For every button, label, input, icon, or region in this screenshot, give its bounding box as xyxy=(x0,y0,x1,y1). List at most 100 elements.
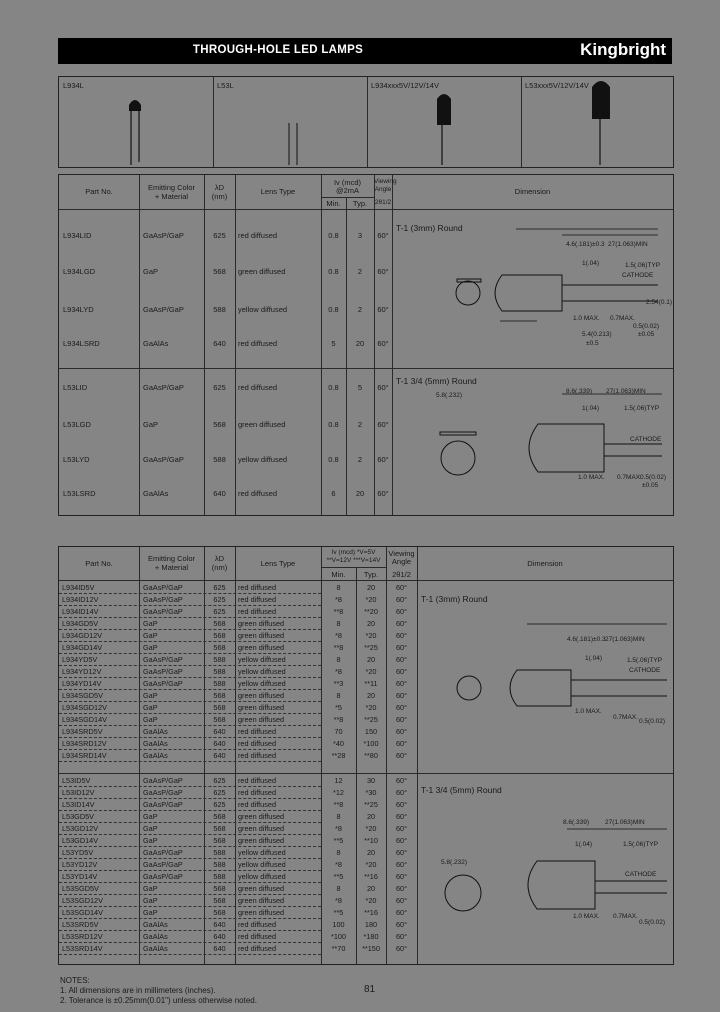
cell-wl: 568 xyxy=(213,691,226,700)
cell-ang: 60° xyxy=(395,751,408,760)
cell-ang: 60° xyxy=(395,643,408,652)
cell-mat: GaAsP/GaP xyxy=(143,667,183,676)
model-label-l53l: L53L xyxy=(217,81,234,90)
cell-min: **8 xyxy=(333,715,344,724)
cell-lens: green diffused xyxy=(238,643,285,652)
col-wavelength-1: λD xyxy=(214,554,225,563)
col-min: Min. xyxy=(326,199,341,208)
col-typ: Typ. xyxy=(363,570,379,579)
cell-lens: yellow diffused xyxy=(238,860,286,869)
cell-ang: 60° xyxy=(395,727,408,736)
col-iv-2: **V=12V ***V=14V xyxy=(326,557,381,564)
col-viewing-1: Viewing xyxy=(374,178,397,185)
cell-part: L53YD12V xyxy=(62,860,98,869)
cell-typ: 30 xyxy=(366,776,376,785)
cell-typ: *20 xyxy=(365,595,377,604)
cell-part: L934YD5V xyxy=(62,655,98,664)
cell-typ: 20 xyxy=(366,655,376,664)
col-wavelength-1: λD xyxy=(214,183,225,192)
cell-min: 8 xyxy=(336,583,341,592)
col-wavelength-2: (nm) xyxy=(211,563,228,572)
cell-min: 8 xyxy=(336,655,341,664)
page-number: 81 xyxy=(364,984,376,995)
cell-ang: 60° xyxy=(395,932,408,941)
cell-typ: *20 xyxy=(365,824,377,833)
cell-lens: green diffused xyxy=(238,884,285,893)
cell-part: L934SRD5V xyxy=(62,727,103,736)
cell-min: 12 xyxy=(334,776,343,785)
cell-typ: **10 xyxy=(364,836,378,845)
table-2: Part No. Emitting Color + Material λD (n… xyxy=(58,546,674,965)
col-viewing-2: Angle xyxy=(374,186,392,193)
cell-min: **5 xyxy=(333,908,344,917)
model-label-l53-multi: L53xxx5V/12V/14V xyxy=(525,81,589,90)
cell-typ: 20 xyxy=(366,619,376,628)
cell-part: L934SRD12V xyxy=(62,739,107,748)
cell-mat: GaAlAs xyxy=(143,932,168,941)
cell-part: L53SGD14V xyxy=(62,908,103,917)
cell-part: L53GD5V xyxy=(62,812,95,821)
cell-min: *8 xyxy=(335,595,342,604)
cell-lens: red diffused xyxy=(238,607,276,616)
cell-part: L934SGD5V xyxy=(62,691,103,700)
col-iv-1: Iv (mcd) xyxy=(333,178,362,187)
cell-typ: **80 xyxy=(364,751,378,760)
cell-min: **70 xyxy=(331,944,346,953)
col-viewing-2: Angle xyxy=(391,557,412,566)
cell-part: L934YD12V xyxy=(62,667,102,676)
cell-min: *40 xyxy=(333,739,344,748)
cell-mat: GaAlAs xyxy=(143,751,168,760)
cell-lens: red diffused xyxy=(238,920,276,929)
col-iv-1: Iv (mcd) *V=5V xyxy=(331,549,376,556)
col-part-no: Part No. xyxy=(85,559,113,568)
cell-lens: red diffused xyxy=(238,776,276,785)
cell-lens: red diffused xyxy=(238,944,276,953)
cell-min: 100 xyxy=(332,920,345,929)
cell-part: L53GD14V xyxy=(62,836,99,845)
cell-part: L53YD5V xyxy=(62,848,94,857)
cell-lens: red diffused xyxy=(238,800,276,809)
cell-min: 8 xyxy=(336,691,341,700)
col-angle: 2θ1/2 xyxy=(392,570,411,579)
cell-mat: GaAsP/GaP xyxy=(143,583,183,592)
cell-min: *12 xyxy=(333,788,344,797)
cell-min: *100 xyxy=(330,932,346,941)
cell-lens: yellow diffused xyxy=(238,667,286,676)
model-label-l934l: L934L xyxy=(63,81,84,90)
cell-ang: 60° xyxy=(395,788,408,797)
col-angle: 2θ1/2 xyxy=(374,199,392,206)
cell-min: *8 xyxy=(335,860,342,869)
cell-ang: 60° xyxy=(395,872,408,881)
cell-lens: green diffused xyxy=(238,812,285,821)
cell-mat: GaP xyxy=(143,908,158,917)
led-3mm-outline-icon xyxy=(455,228,658,322)
cell-min: **5 xyxy=(333,836,344,845)
cell-lens: green diffused xyxy=(238,836,285,845)
cell-ang: 60° xyxy=(395,848,408,857)
cell-mat: GaP xyxy=(143,715,158,724)
cell-lens: red diffused xyxy=(238,595,276,604)
cell-mat: GaP xyxy=(143,643,158,652)
notes-title: NOTES: xyxy=(60,976,90,985)
cell-mat: GaAsP/GaP xyxy=(143,655,183,664)
cell-typ: **150 xyxy=(362,944,380,953)
cell-mat: GaAsP/GaP xyxy=(143,776,183,785)
cell-wl: 568 xyxy=(213,836,226,845)
cell-mat: GaAsP/GaP xyxy=(143,595,183,604)
cell-ang: 60° xyxy=(395,667,408,676)
table-1: Part No. Emitting Color + Material λD (n… xyxy=(58,174,674,516)
cell-lens: green diffused xyxy=(238,908,285,917)
